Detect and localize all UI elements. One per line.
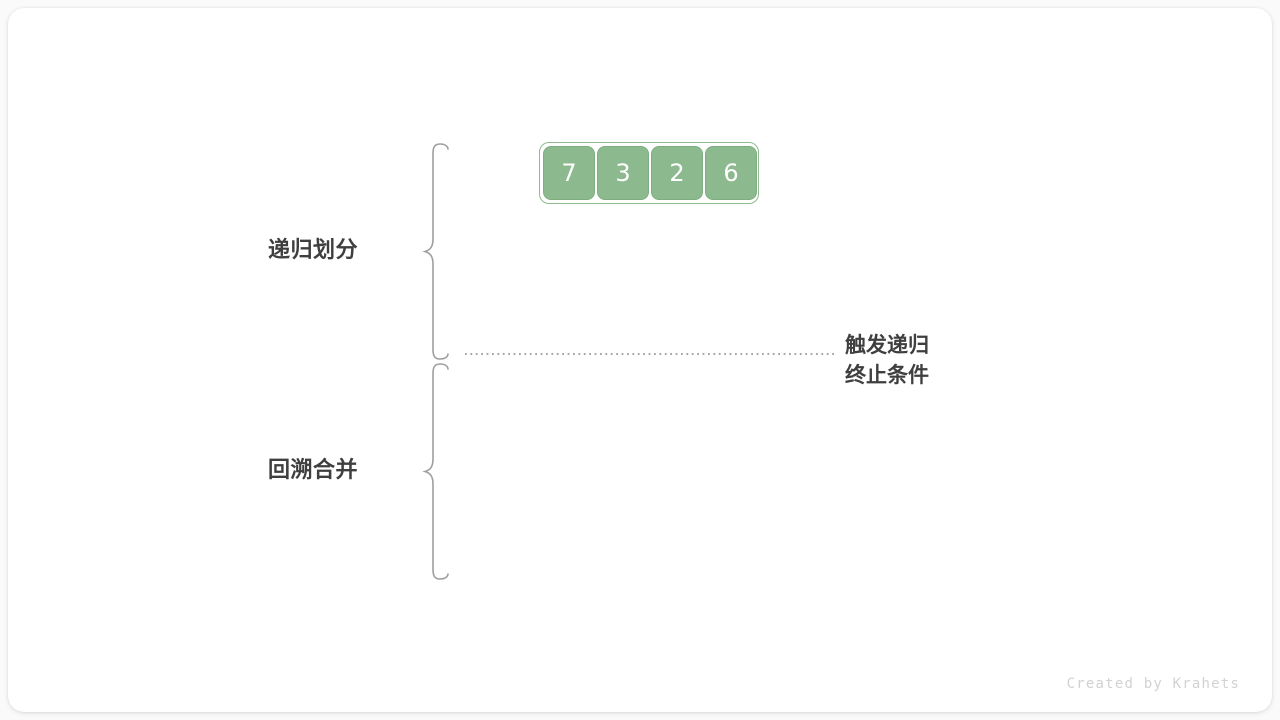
array-cell: 6 [705, 146, 757, 200]
credit-text: Created by Krahets [1066, 676, 1240, 692]
diagram-stage: 递归划分 回溯合并 触发递归 终止条件 7 3 2 6 Created by K… [8, 8, 1272, 712]
brace-recursive-division [422, 143, 449, 360]
diagram-card: 递归划分 回溯合并 触发递归 终止条件 7 3 2 6 Created by K… [8, 8, 1272, 712]
array-cell: 7 [543, 146, 595, 200]
brace-backtracking-merge [422, 363, 449, 580]
phase-label-backtracking-merge: 回溯合并 [267, 457, 358, 482]
divider-annotation-line-2: 终止条件 [845, 364, 929, 387]
array-cells: 7 3 2 6 [543, 146, 757, 200]
divider-annotation-line-1: 触发递归 [845, 334, 929, 357]
divider-annotation: 触发递归 终止条件 [845, 331, 929, 391]
array-cell: 3 [597, 146, 649, 200]
array-outline [539, 142, 759, 204]
array-cell: 2 [651, 146, 703, 200]
diagram-decorations [422, 143, 836, 580]
phase-label-recursive-division: 递归划分 [267, 237, 358, 262]
